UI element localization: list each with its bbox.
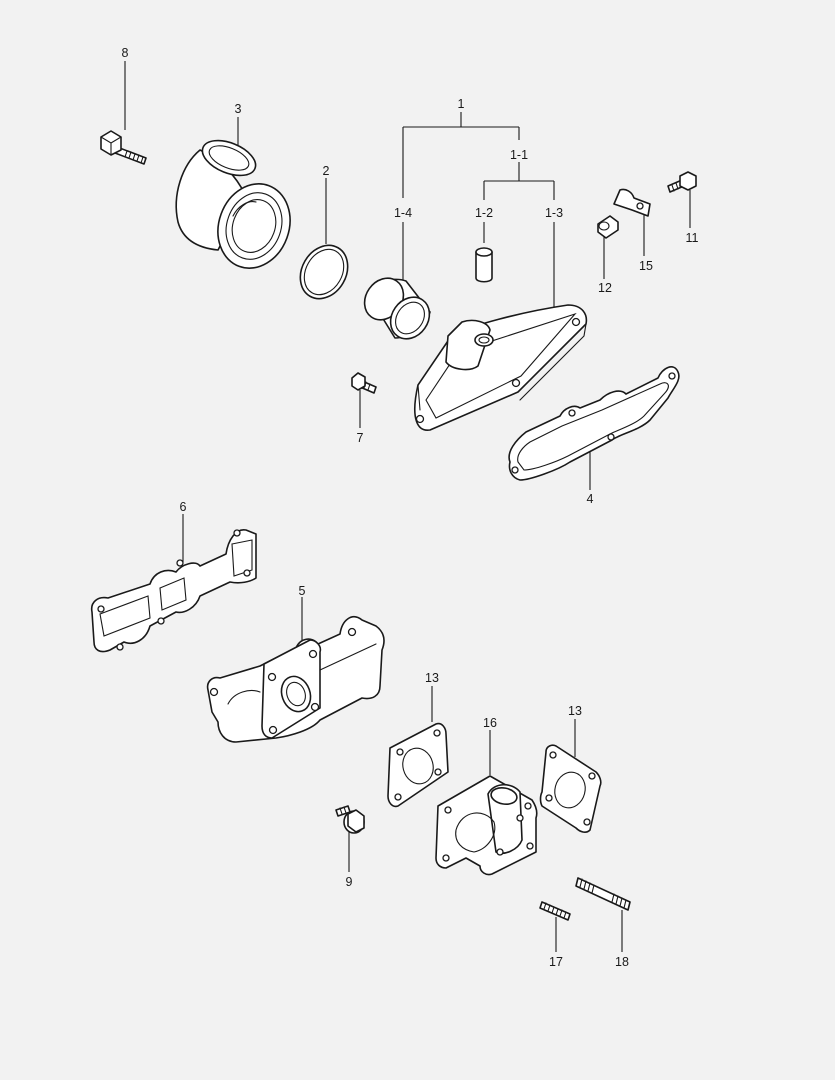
sleeve-1-4 <box>363 277 431 340</box>
callout-3: 3 <box>235 102 242 116</box>
callout-7: 7 <box>357 431 364 445</box>
bolt-9 <box>335 805 365 834</box>
stud-18 <box>575 877 631 911</box>
nut-12 <box>597 215 619 239</box>
o-ring-2 <box>299 244 349 300</box>
leader-lines <box>124 61 691 952</box>
callout-12: 12 <box>598 281 612 295</box>
callout-1: 1 <box>458 97 465 111</box>
stud-17 <box>539 901 571 921</box>
flange-gasket-13-left <box>387 722 449 808</box>
callout-15: 15 <box>639 259 653 273</box>
callout-16: 16 <box>483 716 497 730</box>
elbow-3 <box>175 139 291 269</box>
callout-11: 11 <box>686 231 699 245</box>
callout-1-4: 1-4 <box>394 206 412 220</box>
callout-13-left: 13 <box>425 671 439 685</box>
callout-9: 9 <box>346 875 353 889</box>
callout-2: 2 <box>323 164 330 178</box>
pin-1-2 <box>475 247 493 283</box>
clip-15 <box>613 188 651 217</box>
housing-1-3 <box>414 304 588 431</box>
callout-13-right: 13 <box>568 704 582 718</box>
callout-1-1: 1-1 <box>510 148 528 162</box>
callout-4: 4 <box>587 492 594 506</box>
bolt-8 <box>100 130 147 165</box>
callout-1-2: 1-2 <box>475 206 493 220</box>
bolt-11 <box>667 171 697 193</box>
gasket-6 <box>90 529 257 653</box>
elbow-flange-16 <box>435 775 538 876</box>
gasket-4 <box>508 366 680 481</box>
callout-8: 8 <box>122 46 129 60</box>
flange-gasket-13-right <box>539 744 602 833</box>
callout-labels: 1 1-1 1-2 1-3 1-4 2 3 4 5 6 7 8 9 11 12 … <box>122 46 699 969</box>
exhaust-manifold-5 <box>206 616 385 743</box>
callout-18: 18 <box>615 955 629 969</box>
bolt-7 <box>351 372 377 394</box>
callout-17: 17 <box>549 955 563 969</box>
callout-1-3: 1-3 <box>545 206 563 220</box>
callout-6: 6 <box>180 500 187 514</box>
callout-5: 5 <box>299 584 306 598</box>
